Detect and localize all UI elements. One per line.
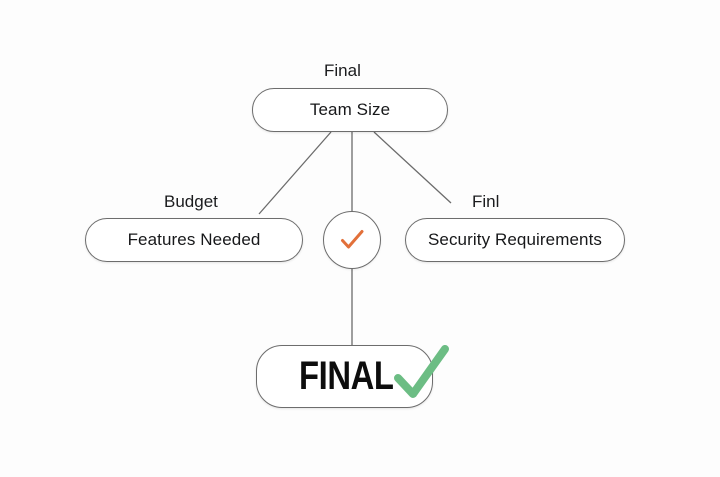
label-final-top: Final (324, 61, 361, 80)
edge-root-to-right-leaf (373, 131, 452, 204)
node-features-needed[interactable]: Features Needed (85, 218, 303, 262)
node-team-size-label: Team Size (309, 100, 391, 119)
edge-root-to-left-leaf (258, 131, 332, 215)
check-icon (341, 230, 364, 249)
node-security-requirements-label: Security Requirements (427, 230, 603, 249)
label-finl: Finl (472, 192, 500, 211)
node-security-requirements[interactable]: Security Requirements (405, 218, 625, 262)
node-final[interactable]: FINAL (256, 345, 433, 408)
node-team-size[interactable]: Team Size (252, 88, 448, 132)
node-check-circle[interactable] (323, 211, 381, 269)
node-final-label: FINAL (299, 354, 394, 398)
label-budget: Budget (164, 192, 218, 211)
node-features-needed-label: Features Needed (127, 230, 261, 249)
